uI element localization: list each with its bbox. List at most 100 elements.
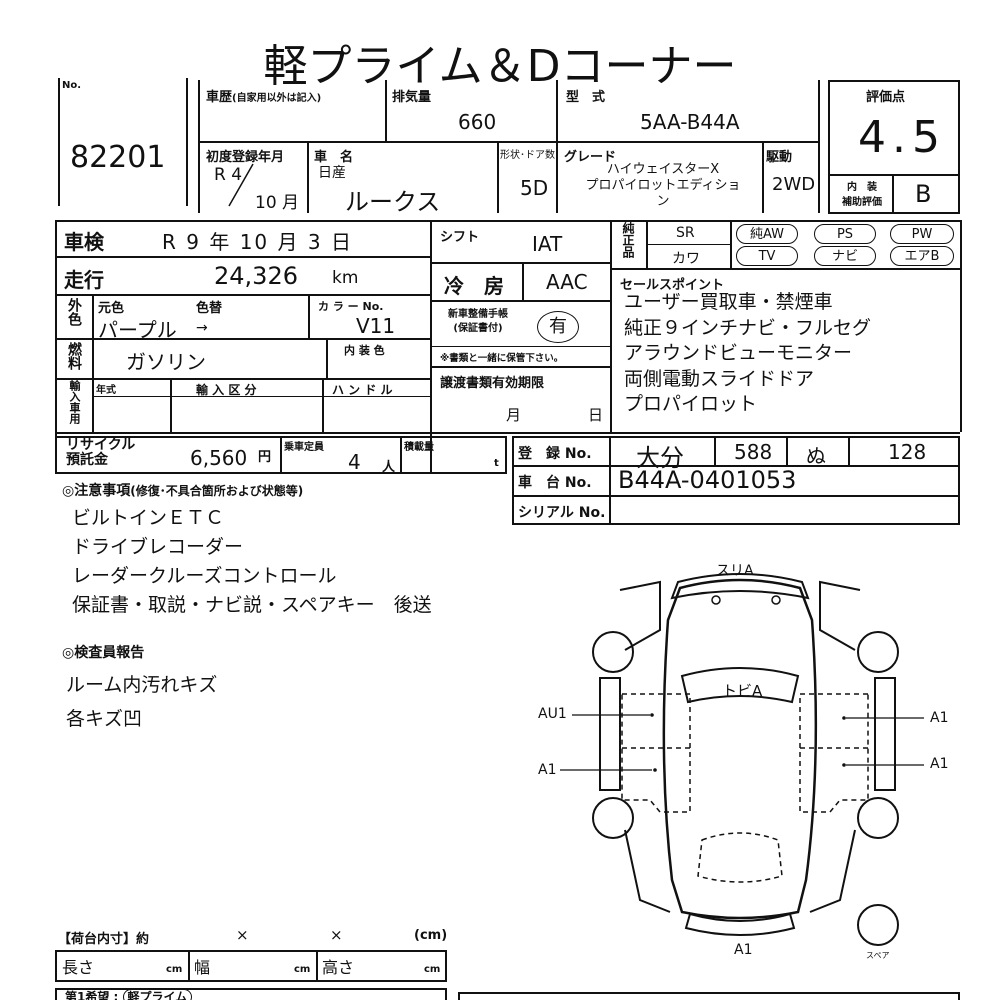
cargo-width-label: 幅 <box>194 958 211 977</box>
inspector-item: 各キズ凹 <box>66 708 143 730</box>
lot-label: No. <box>62 80 82 91</box>
divider <box>430 432 960 434</box>
transfer-month: 月 <box>506 406 522 424</box>
wheel-rear-right <box>857 797 899 839</box>
interior-color-label: 内 装 色 <box>344 344 385 357</box>
load-unit: t <box>494 458 499 469</box>
interior-grade-value: B <box>915 180 932 208</box>
inspector-label: ◎検査員報告 <box>62 645 145 661</box>
change-color-label: 色替 <box>196 301 223 316</box>
sales-point: プロパイロット <box>624 393 758 415</box>
recycle-value: 6,560 <box>190 446 248 470</box>
model-value: 5AA-B44A <box>640 110 740 134</box>
divider <box>55 378 430 380</box>
import-label: 輸入車用 <box>68 380 81 424</box>
registration-label: 登 録 No. <box>518 446 592 462</box>
divider <box>92 294 94 432</box>
equip-navi: ナビ <box>814 246 876 266</box>
color-code-label: カ ラ ー No. <box>318 300 384 313</box>
score-value: 4.5 <box>858 112 946 163</box>
inspection-value: R 9 年 10 月 3 日 <box>162 230 353 254</box>
fuel-label: 燃料 <box>66 342 82 370</box>
recycle-label: リサイクル預託金 <box>66 437 136 468</box>
footer-right-box <box>458 992 960 1000</box>
divider <box>430 262 610 264</box>
left-front-fender <box>619 580 661 651</box>
grade-label: グレード <box>564 150 617 165</box>
cargo-unit: (cm) <box>414 928 448 943</box>
transfer-day: 日 <box>588 406 604 424</box>
capacity-value: 4 <box>348 450 361 474</box>
damage-front: スリA <box>716 563 754 579</box>
transfer-label: 譲渡書類有効期限 <box>440 376 545 391</box>
wheel-front-left <box>592 631 634 673</box>
left-rear-fender <box>624 829 671 913</box>
damage-roof: トビA <box>722 682 763 700</box>
chassis-value: B44A-0401053 <box>618 466 797 494</box>
equip-airbag: エアB <box>890 246 954 266</box>
capacity-label: 乗車定員 <box>284 442 324 453</box>
cargo-x1: × <box>236 926 249 944</box>
registration-kana: ぬ <box>806 444 826 468</box>
first-reg-slash <box>228 163 254 207</box>
divider <box>55 256 430 258</box>
capacity-unit: 人 <box>382 460 396 475</box>
cargo-length-unit: cm <box>166 964 183 975</box>
divider <box>960 220 962 432</box>
divider <box>280 436 282 474</box>
manual-value: 有 <box>537 311 579 343</box>
right-doors <box>799 693 869 813</box>
interior-grade-label: 内 装補助評価 <box>842 182 882 208</box>
serial-label: シリアル No. <box>518 505 606 521</box>
divider <box>762 141 764 213</box>
divider <box>400 436 402 474</box>
sales-point: ユーザー買取車・禁煙車 <box>624 291 833 313</box>
car-damage-diagram <box>560 573 924 946</box>
damage-left-bottom: A1 <box>538 762 557 778</box>
note-item: ビルトインＥＴＣ <box>72 507 225 529</box>
orig-color-label: 元色 <box>98 301 125 316</box>
divider <box>430 366 610 368</box>
import-type-label: 輸 入 区 分 <box>196 383 257 397</box>
equip-leather: カワ <box>672 251 700 267</box>
first-reg-month: 10 月 <box>255 193 300 213</box>
mileage-unit: km <box>332 268 359 288</box>
divider <box>497 141 499 213</box>
wheel-front-right <box>857 631 899 673</box>
divider <box>522 262 524 300</box>
recycle-unit: 円 <box>258 450 272 465</box>
sales-point: アラウンドビューモニター <box>624 342 853 364</box>
sales-points-label: セールスポイント <box>620 278 725 293</box>
note-item: 保証書・取説・ナビ説・スペアキー 後送 <box>72 594 432 616</box>
divider <box>818 80 820 213</box>
divider <box>170 378 172 432</box>
divider <box>316 950 318 982</box>
spare-label: スペア <box>866 951 890 960</box>
registration-number: 128 <box>888 440 927 464</box>
drive-label: 駆動 <box>766 150 793 165</box>
registration-block <box>512 436 960 525</box>
shift-value: IAT <box>532 232 563 256</box>
divider <box>322 378 324 432</box>
cargo-height-label: 高さ <box>322 958 355 977</box>
car-maker: 日産 <box>318 165 346 181</box>
divider <box>714 436 716 465</box>
model-label: 型 式 <box>566 90 606 105</box>
divider <box>188 950 190 982</box>
divider <box>326 338 328 378</box>
divider <box>609 436 611 525</box>
divider <box>828 174 960 176</box>
cargo-length-label: 長さ <box>62 958 95 977</box>
mileage-value: 24,326 <box>214 262 298 290</box>
lot-number: 82201 <box>70 140 166 175</box>
equip-sr: SR <box>676 225 695 241</box>
left-side-panel <box>599 677 621 791</box>
doors-value: 5D <box>520 176 549 200</box>
load-label: 積載量 <box>404 442 434 453</box>
car-body <box>662 578 818 920</box>
ac-label: 冷 房 <box>444 274 504 298</box>
manual-note: ※書類と一緒に保管下さい。 <box>440 353 564 364</box>
exterior-color-label: 外色 <box>66 298 82 326</box>
registration-area: 大分 <box>636 444 684 472</box>
